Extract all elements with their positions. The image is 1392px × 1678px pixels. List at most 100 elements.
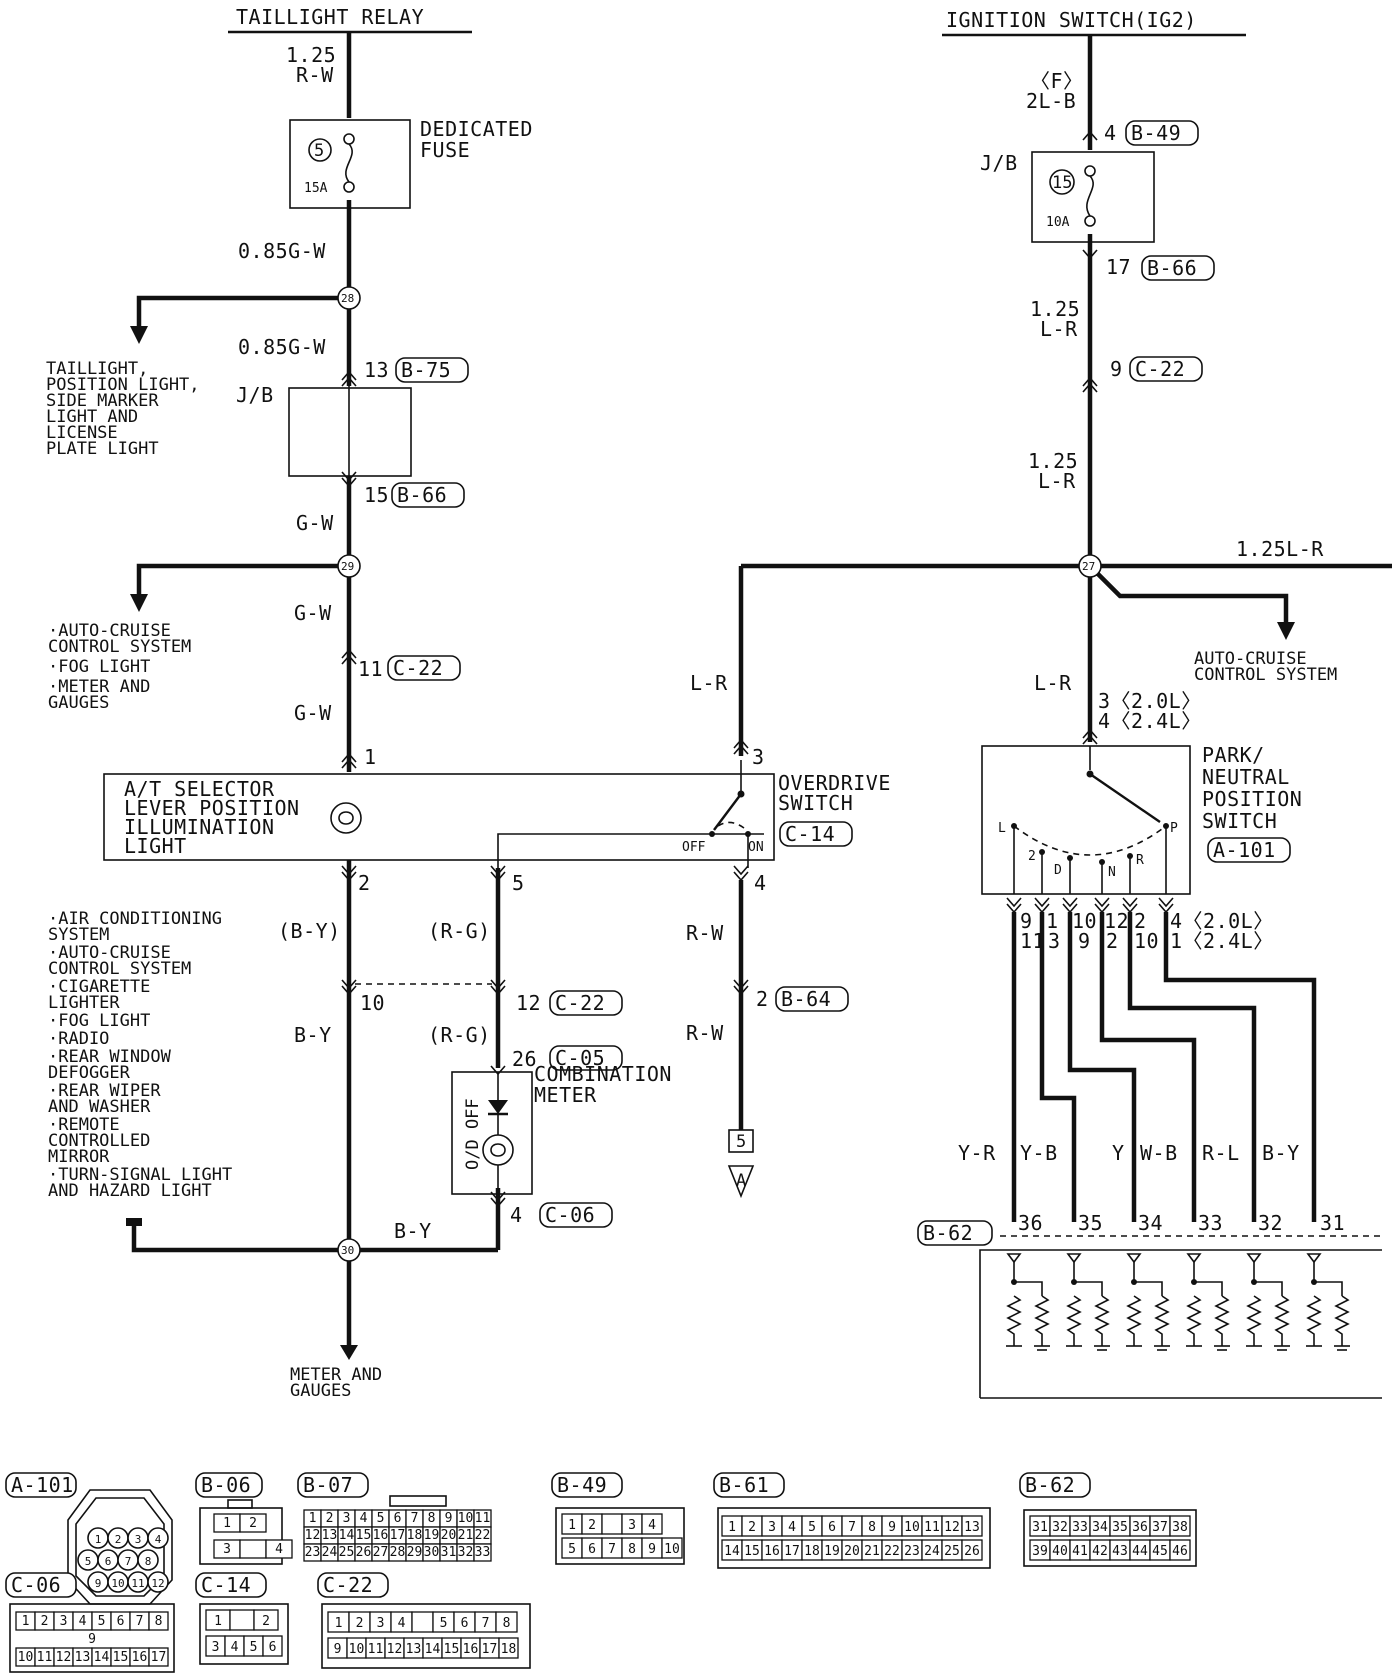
- b61-pin: 20: [844, 1544, 860, 1559]
- c22-face-label: C-22: [323, 1573, 373, 1597]
- b06-pin: 4: [275, 1542, 283, 1557]
- pin-bottom-3: 9: [1078, 929, 1091, 953]
- b07-pin: 12: [305, 1528, 321, 1543]
- junction-block-left: [288, 370, 412, 488]
- b61-pin: 14: [724, 1544, 740, 1559]
- wire-color-by: B-Y: [1262, 1141, 1300, 1165]
- c06-pin: 4: [79, 1614, 87, 1629]
- b07-pin: 15: [356, 1528, 372, 1543]
- c14-pin: 4: [231, 1640, 239, 1655]
- b61-pin: 6: [828, 1520, 836, 1535]
- bottom-branch-line-2: GAUGES: [290, 1381, 351, 1401]
- b49-face-label: B-49: [557, 1473, 607, 1497]
- b07-pin: 22: [475, 1528, 491, 1543]
- c06-pin: 12: [56, 1650, 72, 1665]
- pos-d: D: [1054, 863, 1062, 878]
- pnp-label-2: NEUTRAL: [1202, 765, 1290, 789]
- c06-pin: 3: [60, 1614, 68, 1629]
- taillight-relay-label: TAILLIGHT RELAY: [236, 5, 424, 29]
- input-circuit-5: [1246, 1253, 1290, 1351]
- gb-line-5: ·CIGARETTE: [48, 977, 150, 997]
- junction-29: 29: [130, 554, 361, 612]
- c14-pin: 6: [269, 1640, 277, 1655]
- b07-pin: 13: [322, 1528, 338, 1543]
- b61-pin: 23: [904, 1544, 920, 1559]
- gb-line-1: ·AIR CONDITIONING: [48, 909, 222, 929]
- pin-26: 26: [512, 1047, 537, 1071]
- c22-pin: 10: [349, 1642, 365, 1657]
- selector-label-4: LIGHT: [124, 834, 187, 858]
- b61-pin: 10: [904, 1520, 920, 1535]
- c22-pin-11: 11: [358, 657, 383, 681]
- pin-bottom-1: 11: [1020, 929, 1045, 953]
- branch-29-line-3: ·FOG LIGHT: [48, 657, 150, 677]
- c22-pin-9: 9: [1110, 357, 1123, 381]
- jb-out-pin: 15: [364, 483, 389, 507]
- c06-pin: 15: [113, 1650, 129, 1665]
- gb-line-10: DEFOGGER: [48, 1063, 131, 1083]
- c22-connector-right: C-22: [1135, 357, 1185, 381]
- bottom-branch-line-1: METER AND: [290, 1365, 382, 1385]
- gb-line-7: ·FOG LIGHT: [48, 1011, 150, 1031]
- b07-pin: 4: [360, 1511, 368, 1526]
- pos-p: P: [1170, 821, 1178, 836]
- overdrive-label-1: OVERDRIVE: [778, 771, 891, 795]
- combination-meter: O/D OFF: [451, 1065, 533, 1208]
- c06-pin: 16: [132, 1650, 148, 1665]
- wire-label-gw-2: G-W: [294, 601, 332, 625]
- meter-label-2: METER: [534, 1083, 597, 1107]
- pnp-connector: A-101: [1213, 838, 1276, 862]
- b62-pin: 37: [1152, 1520, 1168, 1535]
- pos-2: 2: [1028, 849, 1036, 864]
- b62-pin: 46: [1172, 1544, 1188, 1559]
- ground-number: 5: [736, 1132, 746, 1152]
- selector-label-1: A/T SELECTOR: [124, 777, 275, 801]
- b07-pin: 33: [475, 1545, 491, 1560]
- b07-pin: 11: [475, 1511, 491, 1526]
- wire-label-125lr-right: 1.25L-R: [1236, 537, 1324, 561]
- b06-pin: 2: [249, 1516, 257, 1531]
- b62-pin: 32: [1052, 1520, 1068, 1535]
- transmission-control-module: [979, 1235, 1382, 1399]
- c22-pin: 9: [334, 1642, 342, 1657]
- wire-color-wb: W-B: [1140, 1141, 1178, 1165]
- c22-pin: 13: [406, 1642, 422, 1657]
- left-main-wire: [340, 32, 358, 1360]
- selector-pin-5: 5: [512, 871, 525, 895]
- wire-label-125-r2: 1.25: [1028, 449, 1078, 473]
- b07-pin: 9: [445, 1511, 453, 1526]
- wire-label-rw: R-W: [296, 63, 334, 87]
- b61-pin: 11: [924, 1520, 940, 1535]
- c22-connector-left: C-22: [393, 656, 443, 680]
- a101-pin: 5: [85, 1555, 92, 1568]
- pin-top-1: 9: [1020, 909, 1033, 933]
- b07-pin: 7: [411, 1511, 419, 1526]
- b61-pin: 8: [868, 1520, 876, 1535]
- c06-pin: 6: [117, 1614, 125, 1629]
- wire-label-rg-2: (R-G): [428, 1023, 491, 1047]
- b62-pin: 31: [1032, 1520, 1048, 1535]
- wire-label-lr-r2: L-R: [1038, 469, 1076, 493]
- b62-pin-36: 36: [1018, 1211, 1043, 1235]
- gb-line-13: ·REMOTE: [48, 1115, 120, 1135]
- b62-pin: 44: [1132, 1544, 1148, 1559]
- gb-line-3: ·AUTO-CRUISE: [48, 943, 171, 963]
- b62-pin: 38: [1172, 1520, 1188, 1535]
- pin-top-2: 1: [1046, 909, 1059, 933]
- gb-line-15: MIRROR: [48, 1147, 110, 1167]
- overdrive-pin-3: 3: [752, 745, 765, 769]
- pin-bottom-5: 10: [1134, 929, 1159, 953]
- junction-30: 30: [126, 1218, 361, 1262]
- pnp-output-wires: [1006, 826, 1317, 1222]
- b61-pin: 9: [888, 1520, 896, 1535]
- branch-29-line-4: ·METER AND: [48, 677, 150, 697]
- c14-pin: 3: [212, 1640, 220, 1655]
- pnp-label-4: SWITCH: [1202, 809, 1277, 833]
- branch-29-line-5: GAUGES: [48, 693, 109, 713]
- b07-pin: 8: [428, 1511, 436, 1526]
- b07-pin: 32: [458, 1545, 474, 1560]
- c22-pin: 4: [398, 1616, 406, 1631]
- wire-label-lr-right: L-R: [1034, 671, 1072, 695]
- b62-connector: B-62: [923, 1221, 973, 1245]
